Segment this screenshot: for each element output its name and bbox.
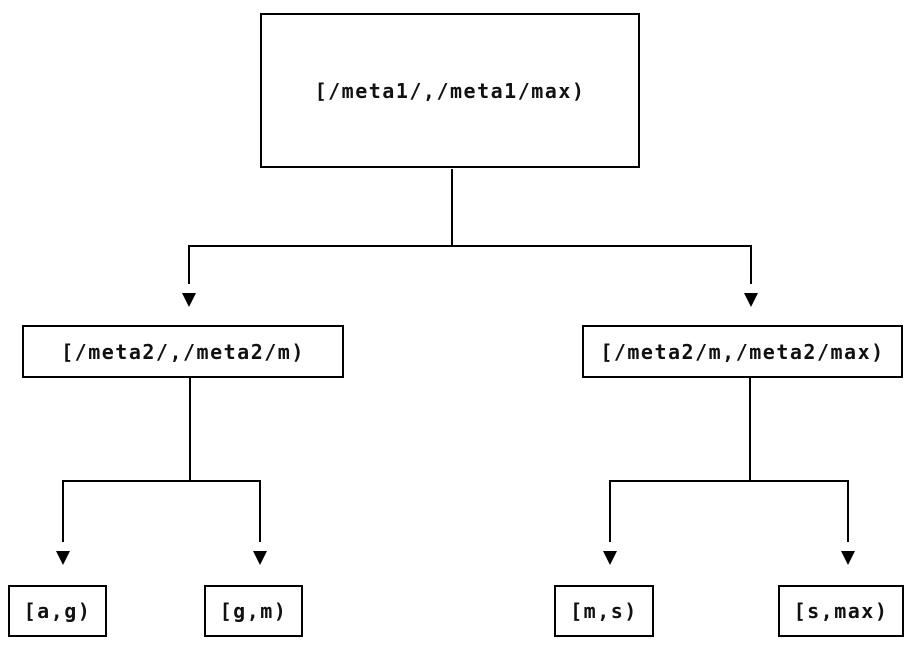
node-root: [/meta1/,/meta1/max) bbox=[260, 13, 640, 168]
node-left-child: [/meta2/,/meta2/m) bbox=[22, 325, 344, 378]
arrowhead-down-icon bbox=[603, 551, 617, 565]
arrowhead-down-icon bbox=[56, 551, 70, 565]
node-root-label: [/meta1/,/meta1/max) bbox=[314, 78, 586, 103]
edge-left-leaf2-line bbox=[190, 480, 261, 542]
node-leaf-gm-label: [g,m) bbox=[219, 599, 288, 623]
edge-root-right-line bbox=[452, 245, 752, 284]
edge-left-leaf1-line bbox=[62, 378, 191, 542]
arrowhead-down-icon bbox=[182, 293, 196, 307]
node-left-child-label: [/meta2/,/meta2/m) bbox=[61, 339, 305, 364]
node-leaf-smax-label: [s,max) bbox=[793, 599, 889, 623]
node-leaf-ag: [a,g) bbox=[8, 585, 107, 637]
edge-right-leaf3-line bbox=[609, 378, 751, 542]
arrowhead-down-icon bbox=[253, 551, 267, 565]
node-leaf-ms-label: [m,s) bbox=[570, 599, 638, 623]
arrowhead-down-icon bbox=[744, 293, 758, 307]
node-leaf-ag-label: [a,g) bbox=[23, 599, 92, 623]
arrowhead-down-icon bbox=[841, 551, 855, 565]
edge-root-left-line bbox=[188, 169, 453, 284]
node-leaf-ms: [m,s) bbox=[554, 585, 654, 637]
node-leaf-smax: [s,max) bbox=[778, 585, 904, 637]
edge-right-leaf4-line bbox=[750, 480, 849, 542]
node-right-child-label: [/meta2/m,/meta2/max) bbox=[600, 339, 885, 364]
node-leaf-gm: [g,m) bbox=[204, 585, 303, 637]
node-right-child: [/meta2/m,/meta2/max) bbox=[582, 325, 903, 378]
